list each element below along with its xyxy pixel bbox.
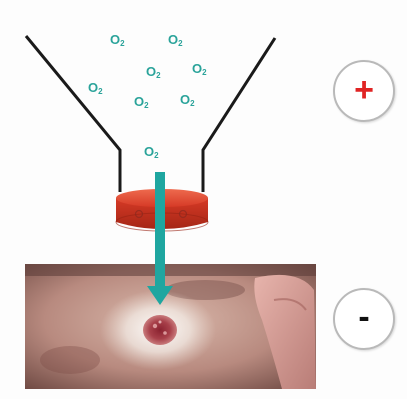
plus-icon: + — [354, 73, 374, 107]
positive-sign-badge: + — [333, 60, 395, 122]
o2-molecule: O2 — [144, 145, 159, 160]
funnel-left-wall — [26, 36, 120, 192]
o2-molecule: O2 — [168, 33, 183, 48]
o2-molecule: O2 — [110, 33, 125, 48]
o2-molecule: O2 — [134, 95, 149, 110]
wound-photo — [25, 264, 316, 389]
funnel-right-wall — [203, 38, 275, 192]
o2-molecule: O2 — [88, 81, 103, 96]
wound-center — [143, 315, 177, 345]
minus-icon: - — [358, 300, 369, 334]
arrow-shaft — [155, 172, 165, 290]
o2-molecule: O2 — [192, 62, 207, 77]
o2-molecule: O2 — [146, 65, 161, 80]
funnel — [26, 36, 275, 192]
negative-sign-badge: - — [333, 288, 395, 350]
o2-molecule: O2 — [180, 93, 195, 108]
